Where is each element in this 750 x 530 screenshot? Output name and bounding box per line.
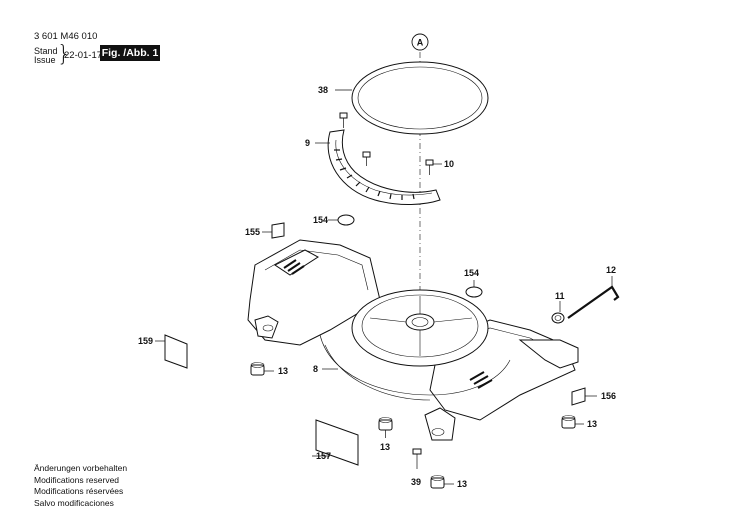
part-10-screw [425, 159, 442, 175]
label-159: 159 [138, 336, 153, 346]
part-8-base [247, 239, 579, 441]
part-13-foot-a [250, 362, 274, 376]
screw-icon [362, 151, 371, 166]
part-156-label [571, 387, 597, 406]
label-12: 12 [606, 265, 616, 275]
label-13-a: 13 [278, 366, 288, 376]
part-38-ring [335, 61, 489, 135]
stand-label: Stand [34, 46, 58, 56]
part-11-nut [551, 301, 565, 324]
part-13-foot-d [430, 475, 454, 489]
part-155-label [262, 222, 285, 239]
part-157-plate [312, 419, 359, 466]
label-11: 11 [555, 291, 565, 301]
issue-label: Issue [34, 55, 56, 65]
label-156: 156 [601, 391, 616, 401]
label-13-d: 13 [457, 479, 467, 489]
label-154-upper: 154 [313, 215, 328, 225]
screw-icon [339, 112, 348, 128]
note-en: Modifications reserved [34, 474, 120, 485]
svg-text:A: A [417, 38, 424, 48]
label-13-b: 13 [587, 419, 597, 429]
label-9: 9 [305, 138, 310, 148]
part-13-foot-b [378, 417, 393, 438]
document-number: 3 601 M46 010 [34, 31, 98, 42]
note-de: Änderungen vorbehalten [34, 463, 128, 473]
brace-icon: } [57, 42, 71, 67]
note-es: Salvo modificaciones [34, 497, 114, 508]
figure-badge: Fig. /Abb. 1 [100, 45, 160, 61]
part-159-label [155, 334, 188, 369]
part-154-washer-lower [465, 280, 483, 298]
note-fr: Modifications réservées [34, 486, 124, 496]
label-155: 155 [245, 227, 260, 237]
label-157: 157 [316, 451, 331, 461]
part-9-angle-scale [315, 129, 441, 206]
label-8: 8 [313, 364, 318, 374]
label-39: 39 [411, 477, 421, 487]
label-154-lower: 154 [464, 268, 479, 278]
label-10: 10 [444, 159, 454, 169]
label-38: 38 [318, 85, 328, 95]
part-39-screw [412, 448, 422, 469]
detail-marker-a: A [411, 33, 429, 51]
part-154-washer-upper [328, 214, 355, 226]
modification-notes: Änderungen vorbehalten Modifications res… [34, 463, 127, 509]
part-12-hex-key [567, 276, 620, 319]
issue-date: 22-01-17 [64, 50, 103, 61]
part-13-foot-c [561, 415, 584, 429]
label-13-c: 13 [380, 442, 390, 452]
